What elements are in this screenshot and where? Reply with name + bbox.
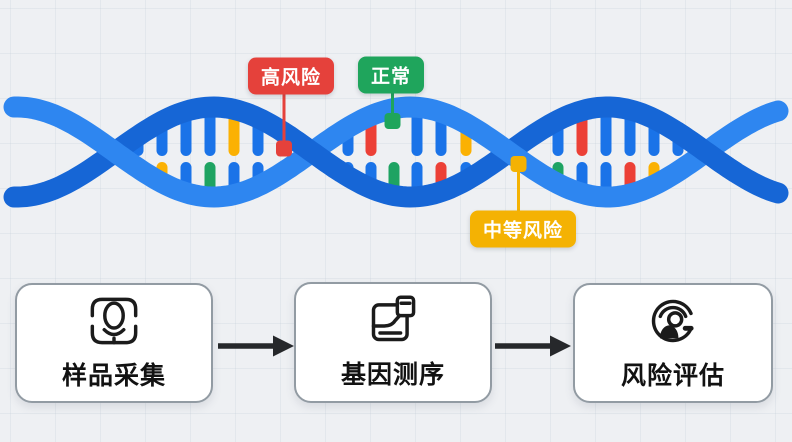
medium-risk-marker-square <box>510 156 527 172</box>
high-risk-marker-square <box>276 140 292 157</box>
dna-strand-crossover <box>670 122 742 182</box>
sample-scan-icon <box>90 297 138 344</box>
flow-step-label: 风险评估 <box>620 361 725 390</box>
flow-step-gene-sequencing: 基因测序 <box>294 282 492 403</box>
dna-strand-crossover <box>276 122 348 182</box>
high-risk-badge: 高风险 <box>247 57 335 95</box>
flow-step-label: 样品采集 <box>61 361 166 390</box>
flow-step-sample-collection: 样品采集 <box>15 283 213 403</box>
risk-gauge-icon <box>651 299 694 342</box>
dna-strand-dark <box>3 96 789 208</box>
flow-arrow-head <box>550 335 571 357</box>
flow-arrow-head <box>273 335 294 357</box>
medium-risk-badge: 中等风险 <box>469 210 577 248</box>
documents-icon <box>371 295 416 342</box>
normal-marker-square <box>384 113 401 129</box>
flow-step-risk-assessment: 风险评估 <box>573 283 773 403</box>
flow-step-label: 基因测序 <box>340 361 445 389</box>
normal-badge: 正常 <box>357 56 425 94</box>
dna-strand-light <box>3 96 789 208</box>
